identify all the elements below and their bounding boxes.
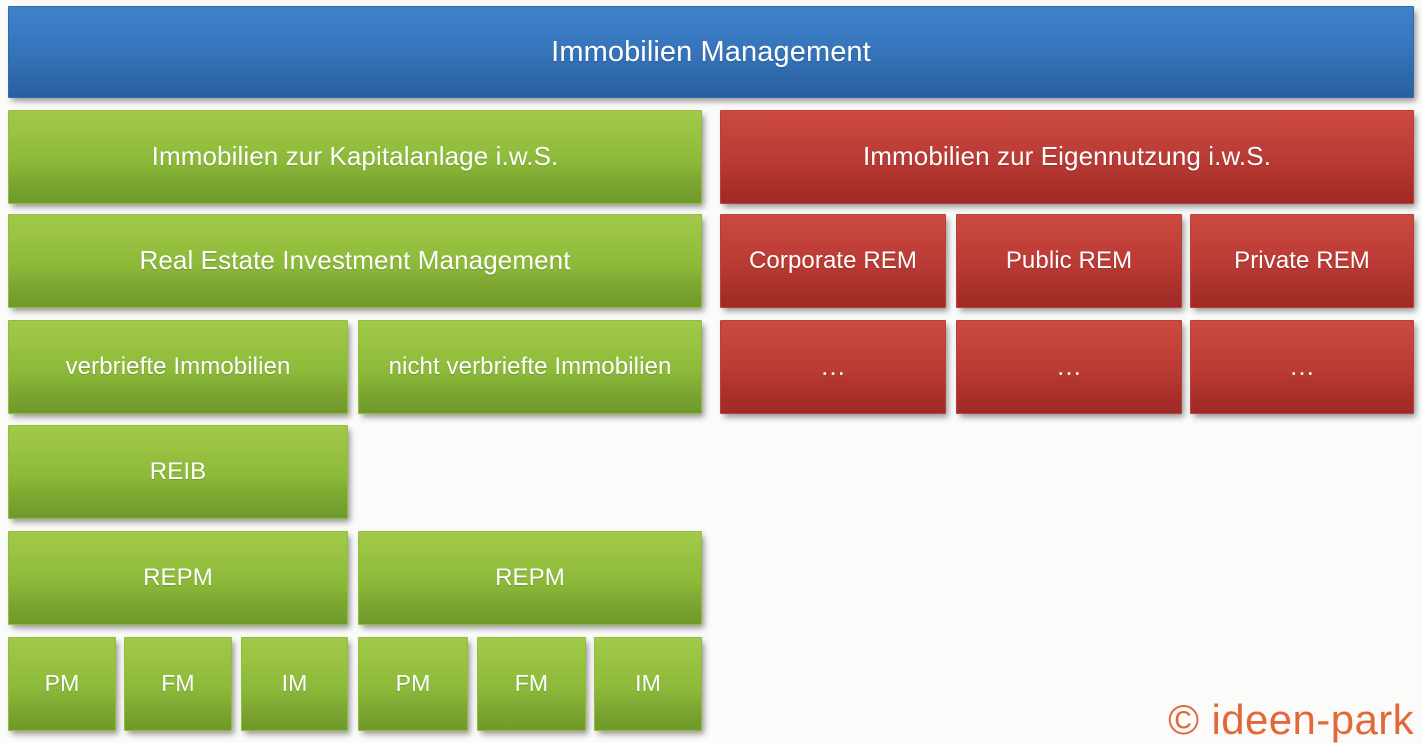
node-label: verbriefte Immobilien (65, 352, 291, 380)
node-label: Corporate REM (748, 246, 918, 274)
node-label: REIB (149, 457, 207, 485)
node-private-rem-ellipsis[interactable]: … (1190, 320, 1414, 414)
node-immobilien-management[interactable]: Immobilien Management (8, 6, 1414, 98)
node-fm-2[interactable]: FM (477, 637, 586, 731)
node-label: … (1288, 351, 1316, 382)
node-private-rem[interactable]: Private REM (1190, 214, 1414, 308)
node-nicht-verbriefte-immobilien[interactable]: nicht verbriefte Immobilien (358, 320, 702, 414)
node-immobilien-eigennutzung[interactable]: Immobilien zur Eigennutzung i.w.S. (720, 110, 1414, 204)
node-repm-1[interactable]: REPM (8, 531, 348, 625)
node-fm-1[interactable]: FM (124, 637, 232, 731)
node-label: FM (161, 670, 195, 697)
node-reib[interactable]: REIB (8, 425, 348, 519)
node-label: Public REM (1005, 246, 1133, 274)
node-label: Private REM (1234, 246, 1370, 274)
node-repm-2[interactable]: REPM (358, 531, 702, 625)
node-label: IM (635, 670, 661, 697)
node-corporate-rem[interactable]: Corporate REM (720, 214, 946, 308)
node-label: Immobilien zur Kapitalanlage i.w.S. (151, 141, 559, 172)
node-label: Immobilien zur Eigennutzung i.w.S. (862, 141, 1272, 172)
node-label: REPM (495, 563, 565, 591)
node-label: FM (514, 670, 549, 697)
node-verbriefte-immobilien[interactable]: verbriefte Immobilien (8, 320, 348, 414)
node-label: … (819, 351, 847, 382)
node-pm-2[interactable]: PM (358, 637, 468, 731)
node-public-rem-ellipsis[interactable]: … (956, 320, 1182, 414)
node-im-2[interactable]: IM (594, 637, 702, 731)
node-immobilien-kapitalanlage[interactable]: Immobilien zur Kapitalanlage i.w.S. (8, 110, 702, 204)
node-label: REPM (143, 563, 213, 591)
node-im-1[interactable]: IM (241, 637, 348, 731)
node-label: Real Estate Investment Management (139, 245, 571, 276)
node-public-rem[interactable]: Public REM (956, 214, 1182, 308)
copyright-logo: © ideen-park (1168, 696, 1414, 743)
node-label: nicht verbriefte Immobilien (388, 352, 672, 380)
node-label: PM (44, 670, 80, 697)
node-label: IM (281, 670, 308, 697)
node-real-estate-investment-management[interactable]: Real Estate Investment Management (8, 214, 702, 308)
node-label: PM (395, 670, 431, 697)
node-label: Immobilien Management (551, 35, 871, 68)
node-pm-1[interactable]: PM (8, 637, 116, 731)
node-label: … (1055, 351, 1083, 382)
node-corporate-rem-ellipsis[interactable]: … (720, 320, 946, 414)
